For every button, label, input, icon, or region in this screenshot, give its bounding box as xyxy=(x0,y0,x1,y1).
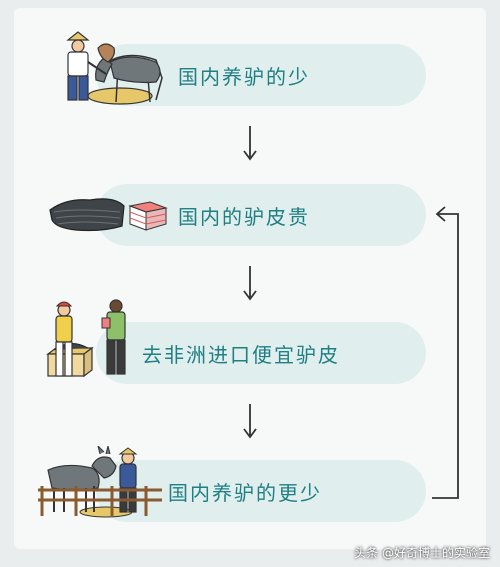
down-arrow-icon xyxy=(243,126,257,161)
feedback-loop-arrow-icon xyxy=(432,206,459,499)
step-4-label: 国内养驴的更少 xyxy=(168,480,322,505)
watermark: 头条 @好奇博士的实验室 xyxy=(354,546,490,560)
farmer-feeding-donkeys-icon xyxy=(66,31,163,105)
down-arrow-icon xyxy=(243,266,257,301)
step-3-label: 去非洲进口便宜驴皮 xyxy=(142,342,340,367)
traders-with-crate-icon xyxy=(46,299,126,378)
stacked-hides-and-boxes-icon xyxy=(49,198,168,232)
step-3-pill: 去非洲进口便宜驴皮 xyxy=(96,322,426,384)
donkey-behind-fence-icon xyxy=(38,446,162,518)
down-arrow-icon xyxy=(243,404,257,439)
step-2-pill: 国内的驴皮贵 xyxy=(96,184,426,246)
step-1-label: 国内养驴的少 xyxy=(178,64,310,89)
step-2-label: 国内的驴皮贵 xyxy=(178,204,310,229)
